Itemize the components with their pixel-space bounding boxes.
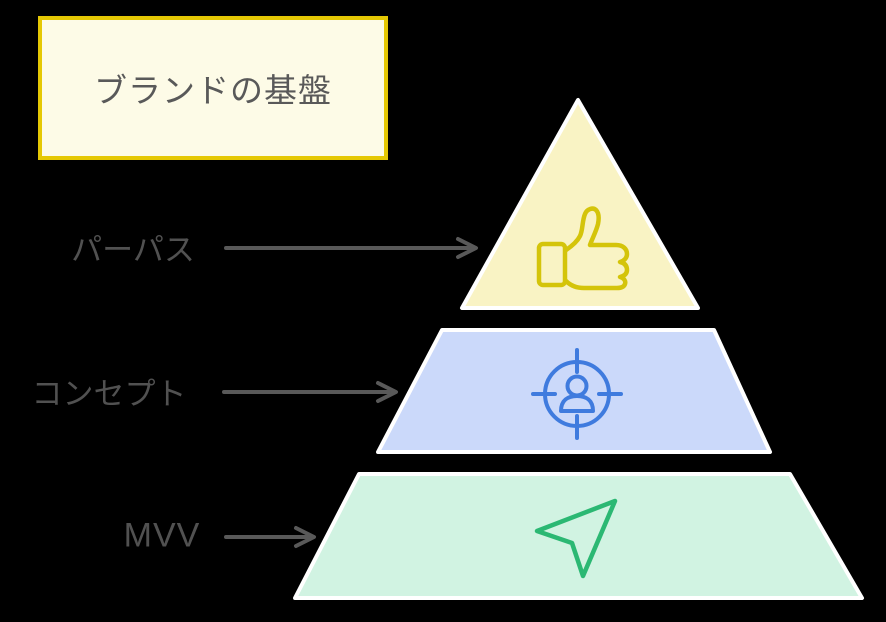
person-target-icon [531, 348, 623, 440]
diagram-title: ブランドの基盤 [94, 72, 332, 109]
thumbs-up-icon [536, 206, 630, 291]
label-concept: コンセプト [31, 376, 187, 412]
navigation-arrow-icon [534, 498, 618, 579]
arrow-to-purpose [224, 237, 478, 259]
pyramid-top-layer [460, 98, 700, 310]
arrow-to-concept [222, 381, 398, 403]
pyramid-middle-layer [376, 328, 772, 454]
pyramid-bottom-layer [293, 472, 864, 600]
title-box: ブランドの基盤 [38, 16, 388, 160]
arrow-to-mvv [224, 526, 316, 548]
label-purpose: パーパス [71, 232, 195, 268]
label-mvv: MVV [123, 516, 201, 555]
